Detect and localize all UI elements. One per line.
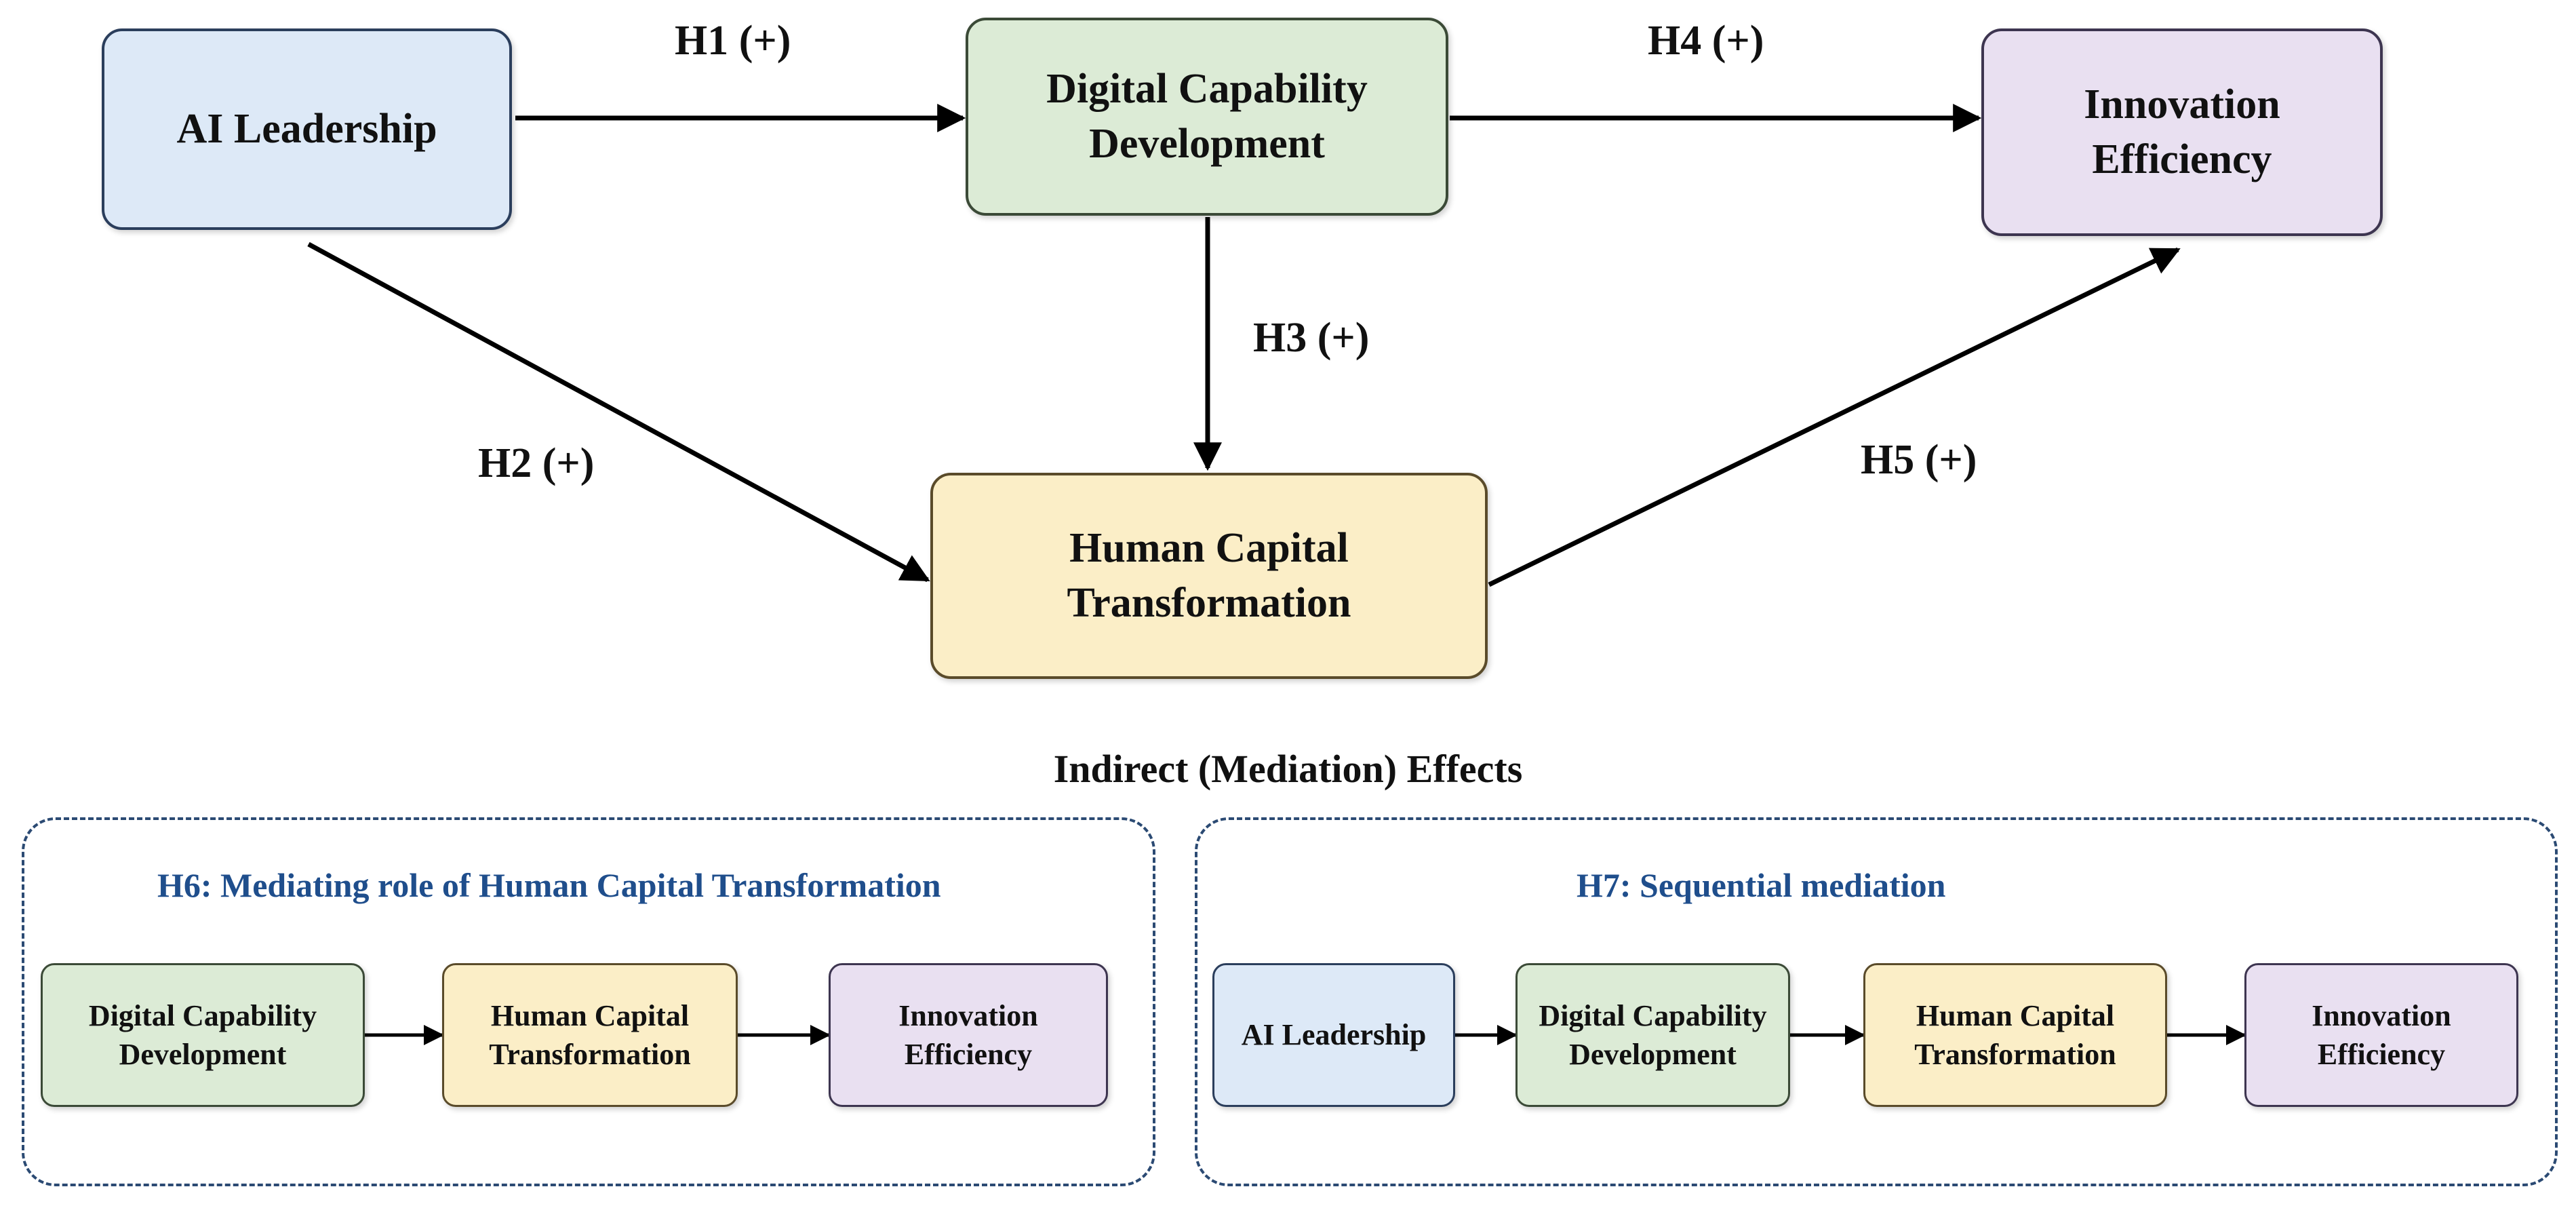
panel-h6-title: H6: Mediating role of Human Capital Tran… (157, 866, 941, 904)
node-ai-leadership: AI Leadership (102, 28, 512, 230)
panel-h6 (22, 817, 1155, 1186)
node-innovation-efficiency: Innovation Efficiency (1981, 28, 2383, 236)
h7-step-ai-leadership: AI Leadership (1212, 963, 1455, 1107)
panel-h7 (1195, 817, 2558, 1186)
node-human-capital-transformation: Human Capital Transformation (930, 473, 1488, 679)
label-h1: H1 (+) (675, 18, 791, 64)
label-h5: H5 (+) (1861, 437, 1977, 483)
h7-step-digital-capability-development: Digital Capability Development (1515, 963, 1790, 1107)
arrow-h5 (1488, 247, 2181, 587)
node-digital-capability-development: Digital Capability Development (966, 18, 1448, 216)
mediation-section-title: Indirect (Mediation) Effects (1053, 747, 1523, 791)
label-h2: H2 (+) (478, 440, 595, 486)
h6-step-innovation-efficiency: Innovation Efficiency (829, 963, 1108, 1107)
h7-step-human-capital-transformation: Human Capital Transformation (1863, 963, 2167, 1107)
h6-step-digital-capability-development: Digital Capability Development (41, 963, 365, 1107)
h6-step-human-capital-transformation: Human Capital Transformation (442, 963, 738, 1107)
arrow-h2 (307, 241, 930, 583)
h7-step-innovation-efficiency: Innovation Efficiency (2244, 963, 2518, 1107)
panel-h7-title: H7: Sequential mediation (1577, 866, 1946, 904)
label-h3: H3 (+) (1253, 315, 1370, 361)
label-h4: H4 (+) (1648, 18, 1764, 64)
